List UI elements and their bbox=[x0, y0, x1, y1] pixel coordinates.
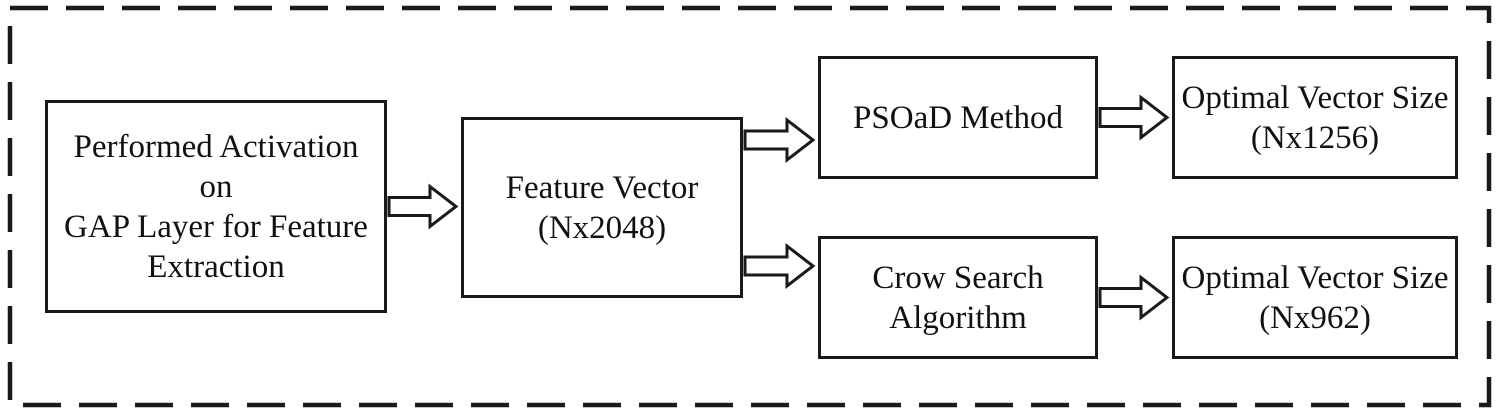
arrow-gap-extraction-to-feature-vector bbox=[387, 183, 459, 230]
arrow-crow-search-to-optimal-crow bbox=[1098, 274, 1170, 321]
optimal-vector-crow-label: Optimal Vector Size (Nx962) bbox=[1181, 259, 1449, 336]
crow-search-label: Crow Search Algorithm bbox=[872, 259, 1044, 336]
psoad-method-box: PSOaD Method bbox=[818, 56, 1098, 179]
feature-vector-label: Feature Vector (Nx2048) bbox=[505, 169, 699, 246]
arrow-feature-vector-to-psoad-method bbox=[743, 116, 816, 164]
arrows-layer bbox=[387, 94, 1170, 321]
gap-extraction-label: Performed Activation on GAP Layer for Fe… bbox=[64, 128, 368, 285]
optimal-vector-crow-box: Optimal Vector Size (Nx962) bbox=[1172, 236, 1458, 359]
dashed-outer-frame bbox=[7, 5, 1492, 408]
optimal-vector-psoad-label: Optimal Vector Size (Nx1256) bbox=[1181, 79, 1449, 156]
feature-vector-box: Feature Vector (Nx2048) bbox=[461, 117, 743, 298]
crow-search-box: Crow Search Algorithm bbox=[818, 236, 1098, 359]
arrow-feature-vector-to-crow-search bbox=[743, 242, 816, 290]
arrow-psoad-method-to-optimal-psoad bbox=[1098, 94, 1170, 141]
gap-extraction-box: Performed Activation on GAP Layer for Fe… bbox=[45, 100, 387, 313]
optimal-vector-psoad-box: Optimal Vector Size (Nx1256) bbox=[1172, 56, 1458, 179]
psoad-method-label: PSOaD Method bbox=[853, 99, 1063, 136]
